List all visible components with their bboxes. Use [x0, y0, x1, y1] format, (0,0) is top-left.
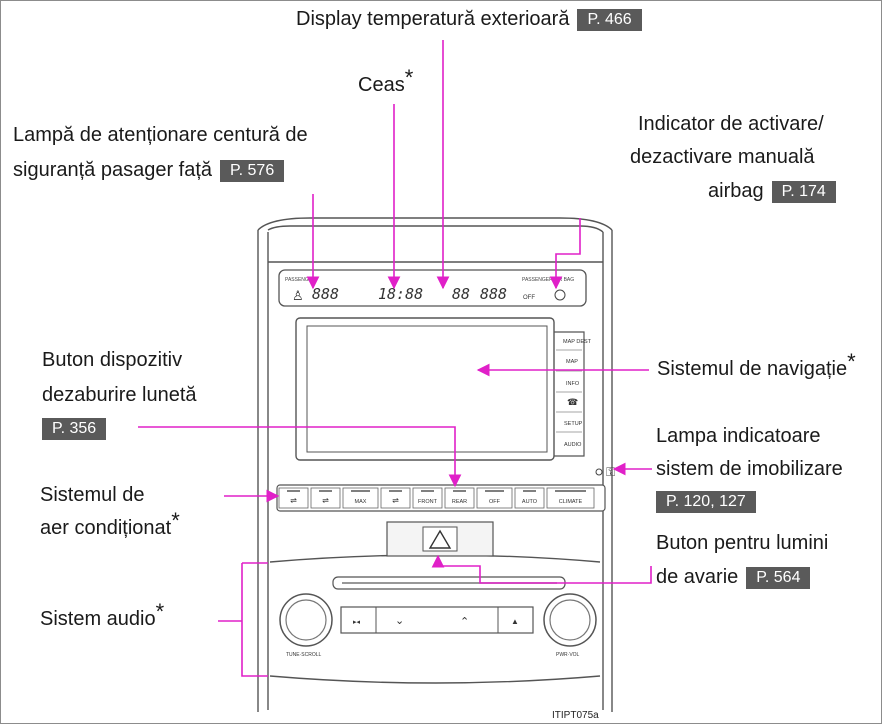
label-defogger-line2: dezaburire lunetă [42, 384, 197, 406]
climate-button-label: AUTO [522, 499, 538, 505]
ref-seatbelt[interactable]: P. 576 [220, 160, 285, 182]
label-outside-temp-text: Display temperatură exterioară [296, 8, 570, 30]
image-code: ITIPT075a [552, 710, 599, 721]
ref-immobilizer[interactable]: P. 120, 127 [656, 491, 756, 513]
airbag-indicator-icon [554, 289, 566, 301]
label-navigation-star: * [847, 349, 856, 374]
label-airbag-line2: dezactivare manuală [630, 146, 815, 168]
label-seatbelt-line1: Lampă de atenționare centură de [13, 124, 308, 146]
climate-button-4[interactable] [412, 487, 443, 509]
label-ac-line1: Sistemul de [40, 484, 145, 506]
ref-airbag[interactable]: P. 174 [771, 181, 836, 203]
label-clock: Ceas* [358, 67, 413, 98]
label-hazard-line1: Buton pentru lumini [656, 532, 829, 554]
display-digits-4: 888 [480, 285, 507, 303]
leader-airbag [549, 218, 581, 290]
seek-up-icon: ⌃ [460, 616, 469, 628]
label-immobilizer-line1: Lampa indicatoare [656, 425, 821, 447]
car-airflow-icon: ⇌ [392, 496, 399, 505]
label-hazard-text: de avarie [656, 566, 739, 588]
label-audio-star: * [155, 599, 165, 624]
label-ac-line2: aer condiționat* [40, 510, 180, 541]
climate-button-3[interactable] [380, 487, 411, 509]
eject-audio-icon: ▸◂ [353, 619, 361, 626]
airbag-label: PASSENGER AIR BAG [522, 277, 574, 283]
label-ac-text: aer condiționat [40, 517, 172, 539]
console-outline [257, 217, 613, 712]
ref-outside-temp[interactable]: P. 466 [577, 9, 642, 31]
passenger-label: PASSENGER [285, 277, 316, 283]
label-airbag-text: airbag [708, 180, 764, 202]
info-display-strip: PASSENGER ♙ 888 18:88 88 888 PASSENGER A… [278, 269, 587, 307]
ref-defogger[interactable]: P. 356 [42, 418, 107, 440]
power-volume-label: PWR·VOL [556, 652, 580, 658]
key-icon: ⚿ [606, 465, 615, 479]
leader-hazard [431, 554, 652, 584]
tune-scroll-knob [279, 593, 333, 647]
label-seatbelt-line2: siguranță pasager față P. 576 [13, 157, 285, 183]
label-navigation: Sistemul de navigație* [657, 351, 856, 382]
car-airflow-icon: ⇌ [322, 496, 329, 505]
label-immobilizer-ref-row: P. 120, 127 [648, 488, 756, 514]
nav-button-setup: SETUP [564, 421, 583, 427]
seatbelt-lamp-icon: ♙ [292, 288, 304, 303]
airbag-off-label: OFF [523, 295, 535, 301]
nav-button-audio: AUDIO [564, 442, 582, 448]
hazard-panel [386, 521, 494, 557]
nav-button-map-dest: MAP DEST [563, 339, 592, 345]
climate-button-label: OFF [489, 499, 501, 505]
label-seatbelt-text: siguranță pasager față [13, 159, 213, 181]
tune-scroll-label: TUNE·SCROLL [286, 652, 322, 658]
nav-side-buttons: MAP DEST MAP INFO ☎ SETUP AUDIO [563, 339, 592, 448]
immobilizer-lamp-icon [595, 468, 603, 476]
climate-button-8[interactable] [546, 487, 595, 509]
label-clock-star: * [404, 65, 414, 90]
phone-icon: ☎ [567, 397, 578, 407]
nav-button-info: INFO [566, 381, 580, 387]
climate-buttons: ⇌ ⇌ MAX ⇌ FRONT REAR OFF AUTO CLIMATE [278, 487, 595, 509]
ref-hazard[interactable]: P. 564 [746, 567, 811, 589]
car-airflow-icon: ⇌ [290, 496, 297, 505]
label-ac-star: * [171, 508, 180, 533]
label-defogger-ref-row: P. 356 [34, 415, 107, 441]
label-clock-text: Ceas [358, 74, 405, 96]
label-hazard-line2: de avarie P. 564 [656, 564, 811, 590]
climate-button-5[interactable] [444, 487, 475, 509]
display-clock: 18:88 [378, 285, 423, 303]
display-temp: 88 [452, 285, 470, 303]
label-navigation-text: Sistemul de navigație [657, 358, 848, 380]
leader-defogger [138, 426, 462, 488]
leader-lines [138, 40, 652, 677]
climate-button-1[interactable] [310, 487, 341, 509]
label-immobilizer-line2: sistem de imobilizare [656, 458, 843, 480]
label-audio: Sistem audio* [40, 601, 164, 632]
seek-down-icon: ⌄ [395, 615, 404, 627]
climate-button-7[interactable] [514, 487, 545, 509]
climate-button-label: FRONT [418, 499, 438, 505]
power-volume-knob [543, 593, 597, 647]
display-digits-1: 888 [312, 285, 339, 303]
label-airbag-line1: Indicator de activare/ [638, 113, 824, 135]
audio-controls: TUNE·SCROLL PWR·VOL ▸◂ ⌄ ⌃ ▲ [279, 593, 597, 658]
climate-button-label: CLIMATE [559, 499, 583, 505]
nav-button-map: MAP [566, 359, 578, 365]
label-defogger-line1: Buton dispozitiv [42, 349, 183, 371]
hazard-triangle-icon [428, 529, 452, 549]
label-outside-temp: Display temperatură exterioară P. 466 [296, 6, 642, 32]
eject-icon: ▲ [511, 617, 519, 626]
label-audio-text: Sistem audio [40, 608, 156, 630]
navigation-screen [295, 317, 585, 461]
climate-button-6[interactable] [476, 487, 513, 509]
climate-button-label: REAR [452, 499, 467, 505]
climate-button-2[interactable] [342, 487, 379, 509]
climate-button-label: MAX [355, 499, 367, 505]
label-airbag-line3: airbag P. 174 [708, 178, 836, 204]
